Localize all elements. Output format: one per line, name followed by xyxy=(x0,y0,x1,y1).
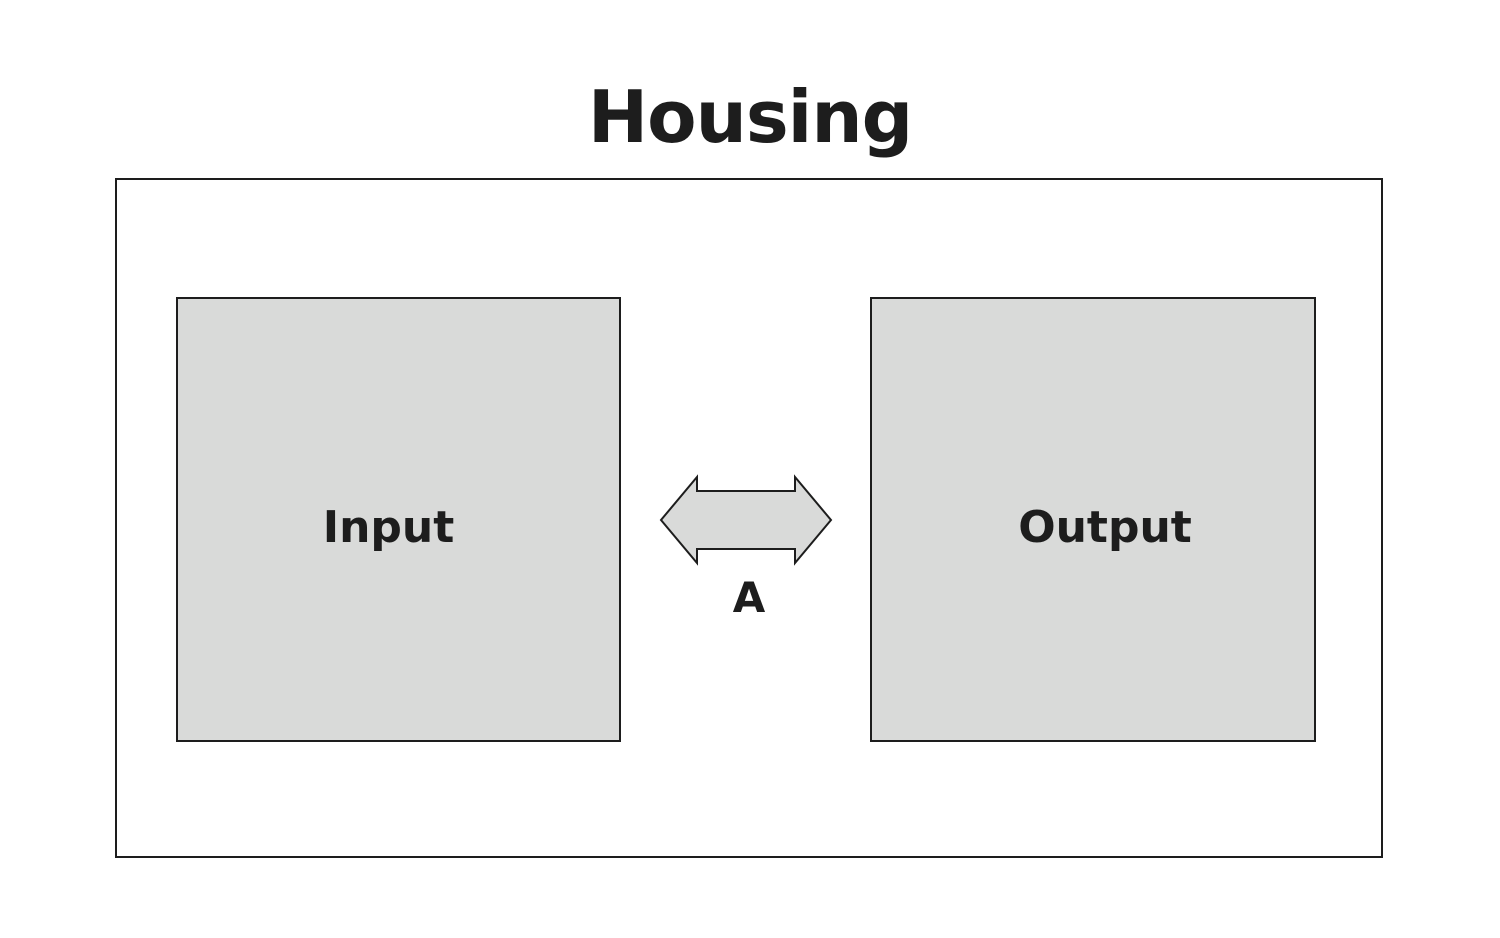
output-label: Output xyxy=(1018,502,1192,553)
double-arrow-icon xyxy=(659,474,833,566)
input-label: Input xyxy=(322,502,455,553)
housing-boundary xyxy=(115,178,1383,858)
connection-label: A xyxy=(732,573,766,622)
housing-title: Housing xyxy=(587,75,913,159)
output-block: Output xyxy=(870,297,1316,742)
double-arrow-shape xyxy=(659,474,833,566)
input-block: Input xyxy=(176,297,621,742)
